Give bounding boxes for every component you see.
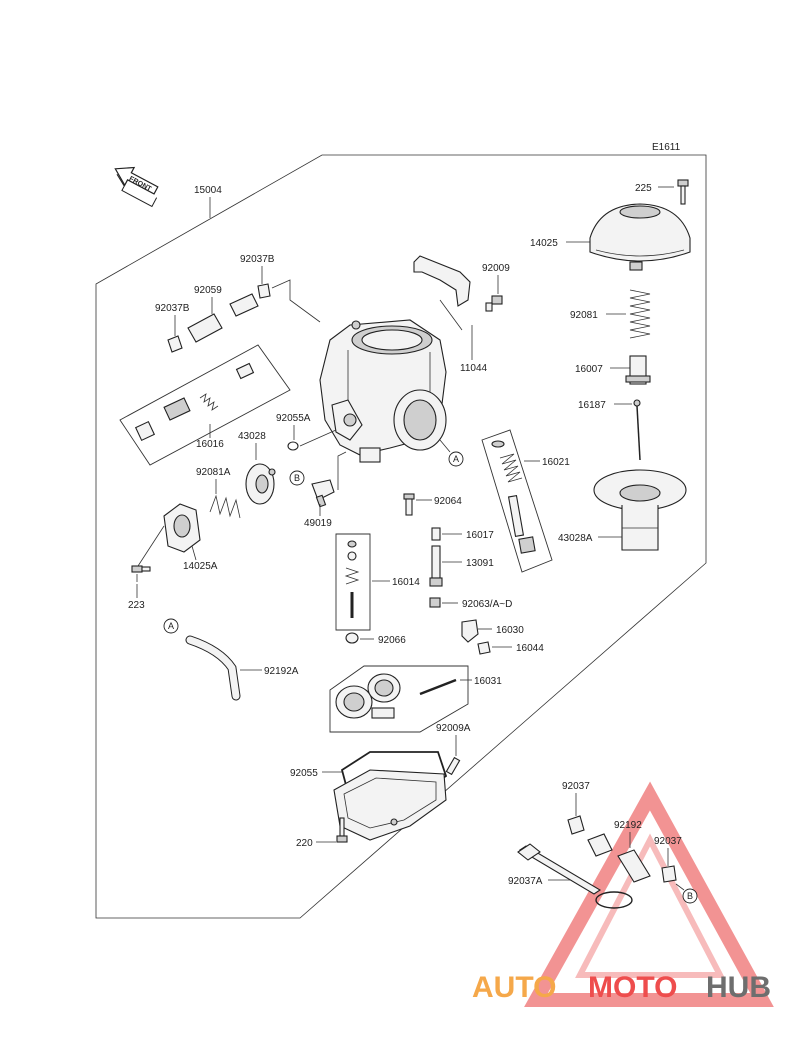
pilot-jet-16014 (344, 540, 360, 618)
jet-16017 (431, 527, 441, 541)
screw-92064 (403, 493, 415, 516)
drain-screw-92009A (445, 756, 461, 776)
screw-92009 (485, 295, 503, 312)
front-arrow-icon: FRONT (114, 166, 159, 208)
label-14025A: 14025A (183, 561, 218, 572)
group-16016-frame (119, 344, 291, 466)
label-92064: 92064 (434, 496, 462, 507)
label-11044: 11044 (460, 363, 488, 374)
label-92081A: 92081A (196, 467, 231, 478)
needle-jet-16021 (491, 440, 536, 554)
pipe-upper (229, 293, 259, 317)
label-16021: 16021 (542, 457, 570, 468)
label-43028: 43028 (238, 431, 266, 442)
assembly-frame (95, 154, 707, 919)
label-92192A: 92192A (264, 666, 299, 677)
clip-92037B-top (257, 283, 271, 299)
label-92037: 92037 (562, 781, 590, 792)
label-220: 220 (296, 838, 313, 849)
label-223: 223 (128, 600, 145, 611)
callout-a-hose (163, 618, 179, 634)
float-16031 (335, 673, 457, 719)
pipe-92059 (187, 313, 223, 343)
label-92037B-left: 92037B (155, 303, 190, 314)
fitting-49019 (311, 479, 335, 508)
label-16007: 16007 (575, 364, 603, 375)
watermark-triangle-outer (524, 781, 774, 1007)
callout-a-body (448, 451, 464, 467)
plug-92066 (345, 632, 359, 644)
label-92009A: 92009A (436, 723, 471, 734)
callout-b-left-label: B (294, 473, 300, 483)
callout-a-body-label: A (453, 454, 459, 464)
tool-92037A (517, 843, 633, 909)
label-92037A: 92037A (508, 876, 543, 887)
label-16044: 16044 (516, 643, 544, 654)
label-16017: 16017 (466, 530, 494, 541)
screw-225 (677, 179, 689, 205)
spring-92081 (629, 289, 651, 339)
label-49019: 49019 (304, 518, 332, 529)
label-16030: 16030 (496, 625, 524, 636)
hose-92192 (587, 833, 651, 883)
main-jet-92063 (429, 597, 441, 608)
watermark-text: AUTO MOTO HUB (472, 971, 771, 1004)
callout-b-left (289, 470, 305, 486)
group-16014-frame (335, 533, 371, 631)
callout-b-right-label: B (687, 891, 693, 901)
label-15004: 15004 (194, 185, 222, 196)
label-92037B-top: 92037B (240, 254, 275, 265)
label-92081: 92081 (570, 310, 598, 321)
screw-223 (131, 565, 151, 573)
label-92055A: 92055A (276, 413, 311, 424)
pilot-screw-16016 (134, 362, 255, 442)
watermark-auto: AUTO (472, 971, 556, 1004)
label-92059: 92059 (194, 285, 222, 296)
label-92063: 92063/A~D (462, 599, 512, 610)
callout-a-hose-label: A (168, 621, 174, 631)
carburetor-body (319, 319, 447, 463)
label-16016: 16016 (196, 439, 224, 450)
needle-holder-16007 (625, 355, 651, 385)
jet-needle-16187 (633, 399, 641, 461)
label-92037-b: 92037 (654, 836, 682, 847)
carb-top-cover (589, 203, 691, 271)
callout-b-right (682, 888, 698, 904)
group-16031-frame (329, 665, 469, 733)
watermark-moto: MOTO (588, 971, 677, 1004)
label-225: 225 (635, 183, 652, 194)
label-16014: 16014 (392, 577, 420, 588)
cover-14025A (163, 503, 201, 553)
spring-92081A (209, 494, 241, 519)
clip-92037-b (661, 865, 677, 883)
label-92009: 92009 (482, 263, 510, 274)
label-16187: 16187 (578, 400, 606, 411)
watermark-hub: HUB (706, 971, 771, 1004)
leader-pipe-body (271, 279, 321, 323)
jet-holder-13091 (429, 545, 443, 587)
label-92192: 92192 (614, 820, 642, 831)
diaphragm-43028 (245, 463, 276, 505)
clip-92037B-left (167, 335, 183, 353)
label-16031: 16031 (474, 676, 502, 687)
screw-220 (336, 817, 348, 843)
label-92055: 92055 (290, 768, 318, 779)
label-14025: 14025 (530, 238, 558, 249)
label-13091: 13091 (466, 558, 494, 569)
label-43028A: 43028A (558, 533, 593, 544)
clip-16044 (477, 641, 491, 655)
diagram-code: E1611 (652, 142, 681, 153)
watermark-triangle-inner (575, 833, 725, 978)
bracket-11044 (413, 255, 471, 331)
group-16021-frame (481, 429, 553, 573)
float-bowl (333, 769, 447, 841)
clip-92037 (567, 815, 585, 835)
diaphragm-43028A (593, 469, 687, 551)
float-valve-16030 (461, 619, 479, 643)
oring-92055A (287, 441, 299, 451)
label-92066: 92066 (378, 635, 406, 646)
